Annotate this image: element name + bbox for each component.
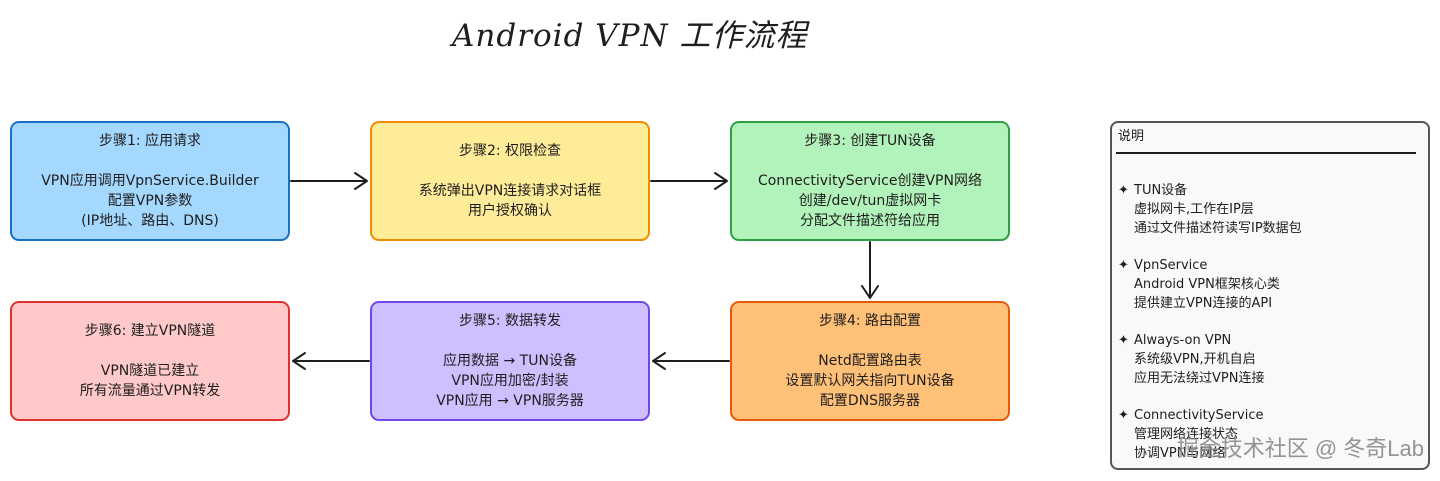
legend-note-panel: 说明 ✦ TUN设备 虚拟网卡,工作在IP层 通过文件描述符读写IP数据包 ✦ Vp…: [1110, 121, 1430, 470]
step-3-box: 步骤3: 创建TUN设备 ConnectivityService创建VPN网络 …: [730, 121, 1010, 241]
step-3-heading: 步骤3: 创建TUN设备: [804, 133, 936, 149]
note-item-tun: ✦ TUN设备 虚拟网卡,工作在IP层 通过文件描述符读写IP数据包: [1118, 181, 1302, 238]
sparkle-icon: ✦: [1118, 183, 1129, 198]
note-item-name: VpnService: [1134, 258, 1208, 273]
step-4-box: 步骤4: 路由配置 Netd配置路由表 设置默认网关指向TUN设备 配置DNS服…: [730, 301, 1010, 421]
diagram-title: Android VPN 工作流程: [452, 18, 808, 54]
note-divider: [1116, 152, 1416, 154]
step-2-heading: 步骤2: 权限检查: [458, 143, 562, 159]
step-2-box: 步骤2: 权限检查 系统弹出VPN连接请求对话框 用户授权确认: [370, 121, 650, 241]
step-6-box: 步骤6: 建立VPN隧道 VPN隧道已建立 所有流量通过VPN转发: [10, 301, 290, 421]
step-5-box: 步骤5: 数据转发 应用数据 → TUN设备 VPN应用加密/封装 VPN应用 …: [370, 301, 650, 421]
step-3-line: ConnectivityService创建VPN网络: [758, 173, 982, 189]
step-2-line: 用户授权确认: [468, 203, 552, 219]
arrow-step4-to-step5: [652, 352, 730, 370]
note-item-always-on: ✦ Always-on VPN 系统级VPN,开机自启 应用无法绕过VPN连接: [1118, 331, 1302, 388]
note-item-desc: 协调VPN与网络: [1134, 446, 1226, 461]
arrow-step2-to-step3: [650, 172, 728, 190]
arrow-step1-to-step2: [290, 172, 368, 190]
note-item-desc: 通过文件描述符读写IP数据包: [1134, 221, 1302, 236]
step-1-line: (IP地址、路由、DNS): [81, 213, 219, 229]
sparkle-icon: ✦: [1118, 408, 1129, 423]
step-4-line: 配置DNS服务器: [819, 393, 921, 409]
step-1-heading: 步骤1: 应用请求: [98, 133, 202, 149]
note-item-desc: 虚拟网卡,工作在IP层: [1134, 202, 1254, 217]
step-2-line: 系统弹出VPN连接请求对话框: [418, 183, 602, 199]
step-1-box: 步骤1: 应用请求 VPN应用调用VpnService.Builder 配置VP…: [10, 121, 290, 241]
note-item-connectivity: ✦ ConnectivityService 管理网络连接状态 协调VPN与网络: [1118, 406, 1302, 463]
step-3-line: 分配文件描述符给应用: [800, 213, 940, 229]
note-item-vpnservice: ✦ VpnService Android VPN框架核心类 提供建立VPN连接的A…: [1118, 256, 1302, 313]
step-4-line: Netd配置路由表: [818, 353, 922, 369]
step-1-line: VPN应用调用VpnService.Builder: [41, 173, 259, 189]
note-item-desc: 提供建立VPN连接的API: [1134, 296, 1273, 311]
sparkle-icon: ✦: [1118, 258, 1129, 273]
step-5-line: 应用数据 → TUN设备: [443, 353, 577, 369]
step-6-line: VPN隧道已建立: [100, 363, 200, 379]
step-4-heading: 步骤4: 路由配置: [818, 313, 922, 329]
note-item-name: Always-on VPN: [1134, 333, 1232, 348]
arrow-step3-to-step4: [861, 241, 879, 299]
step-6-heading: 步骤6: 建立VPN隧道: [84, 323, 216, 339]
step-4-line: 设置默认网关指向TUN设备: [785, 373, 955, 389]
arrow-step5-to-step6: [292, 352, 370, 370]
note-item-desc: Android VPN框架核心类: [1134, 277, 1280, 292]
step-1-line: 配置VPN参数: [107, 193, 193, 209]
watermark: 掘金技术社区 @ 冬奇Lab: [1176, 436, 1424, 461]
note-item-desc: 管理网络连接状态: [1134, 427, 1239, 442]
note-item-name: TUN设备: [1134, 183, 1188, 198]
note-item-name: ConnectivityService: [1134, 408, 1264, 423]
step-3-line: 创建/dev/tun虚拟网卡: [798, 193, 942, 209]
note-item-desc: 应用无法绕过VPN连接: [1134, 371, 1265, 386]
sparkle-icon: ✦: [1118, 333, 1129, 348]
step-6-line: 所有流量通过VPN转发: [79, 383, 221, 399]
step-5-heading: 步骤5: 数据转发: [458, 313, 562, 329]
step-5-line: VPN应用加密/封装: [451, 373, 569, 389]
note-item-desc: 系统级VPN,开机自启: [1134, 352, 1256, 367]
note-title: 说明: [1118, 129, 1145, 144]
step-5-line: VPN应用 → VPN服务器: [436, 393, 584, 409]
